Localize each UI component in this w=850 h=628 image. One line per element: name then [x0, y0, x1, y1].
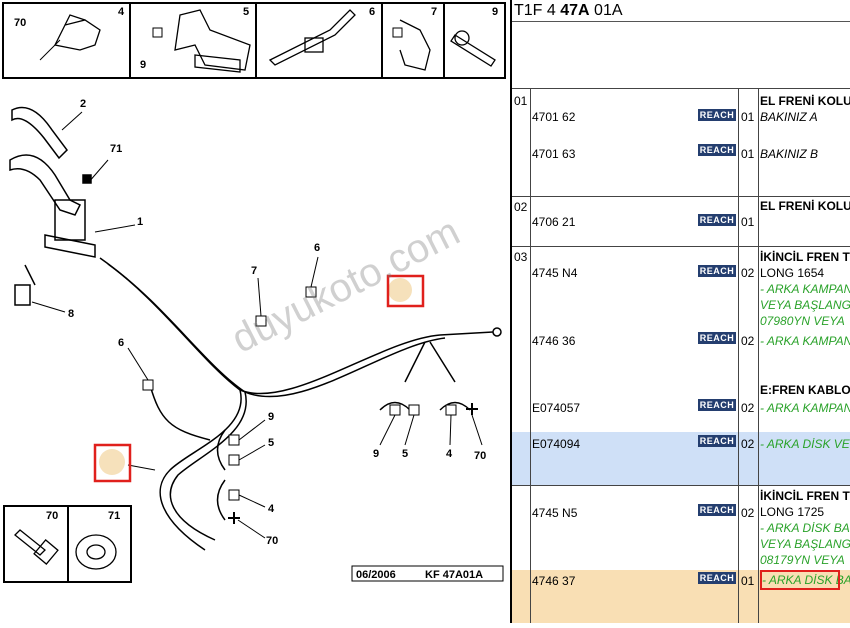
- diagram-date: 06/2006: [356, 569, 396, 581]
- part-number[interactable]: E074094: [532, 437, 581, 451]
- reach-badge: REACH: [698, 572, 736, 584]
- part-note: 07980YN VEYA: [760, 314, 845, 328]
- part-note: VEYA BAŞLANG: [760, 298, 850, 312]
- highlight-row-selected: [512, 570, 850, 623]
- panel-divider: [510, 0, 512, 623]
- callout: 4: [446, 448, 453, 460]
- callout: 6: [314, 242, 320, 254]
- callout: 4: [118, 6, 125, 18]
- callout: 6: [369, 6, 375, 18]
- group-number: 01: [514, 94, 528, 108]
- callout: 9: [373, 448, 379, 460]
- quantity: 01: [741, 215, 755, 229]
- callout: 5: [268, 437, 274, 449]
- reach-badge: REACH: [698, 332, 736, 344]
- reach-badge: REACH: [698, 504, 736, 516]
- group-number: 02: [514, 200, 528, 214]
- callout: 2: [80, 98, 86, 110]
- part-note: - ARKA KAMPAN: [760, 401, 850, 415]
- part-note: BAKINIZ A: [760, 110, 818, 124]
- quantity: 01: [741, 574, 755, 588]
- callout: 7: [251, 265, 257, 277]
- part-number[interactable]: 4745 N5: [532, 506, 578, 520]
- reach-badge: REACH: [698, 109, 736, 121]
- reach-badge: REACH: [698, 435, 736, 447]
- quantity: 02: [741, 401, 755, 415]
- part-note: VEYA BAŞLANG: [760, 537, 850, 551]
- part-description: EL FRENİ KOLU: [760, 94, 850, 108]
- callout: 4: [268, 503, 275, 515]
- callout: 70: [266, 535, 278, 547]
- part-number[interactable]: 4746 37: [532, 574, 576, 588]
- callout: 71: [108, 510, 120, 522]
- part-note: 08179YN VEYA: [760, 553, 845, 567]
- callout: 8: [68, 308, 74, 320]
- part-number[interactable]: 4746 36: [532, 334, 576, 348]
- top-parts-strip: [2, 2, 506, 79]
- callout: 9: [268, 411, 274, 423]
- quantity: 02: [741, 506, 755, 520]
- note-highlight: [760, 570, 840, 590]
- reach-badge: REACH: [698, 399, 736, 411]
- quantity: 02: [741, 437, 755, 451]
- part-description: E:FREN KABLOS: [760, 383, 850, 397]
- callout: 5: [402, 448, 408, 460]
- callout-highlight: [386, 274, 425, 308]
- callout: 71: [110, 143, 122, 155]
- highlight-row: [512, 432, 850, 485]
- diagram-code: KF 47A01A: [425, 569, 483, 581]
- callout: 6: [118, 337, 124, 349]
- quantity: 01: [741, 110, 755, 124]
- quantity: 01: [741, 147, 755, 161]
- callout: 70: [14, 17, 26, 29]
- part-note: - ARKA KAMPAN: [760, 282, 850, 296]
- part-description: İKİNCİL FREN TE: [760, 250, 850, 264]
- part-note: LONG 1654: [760, 266, 825, 280]
- callout: 9: [140, 59, 146, 71]
- part-description: İKİNCİL FREN TE: [760, 489, 850, 503]
- part-number[interactable]: 4706 21: [532, 215, 576, 229]
- parts-table: T1F 4 47A 01A 01 02 03 EL FRENİ KOLU 470…: [512, 0, 850, 623]
- part-note: - ARKA KAMPAN: [760, 334, 850, 348]
- reach-badge: REACH: [698, 214, 736, 226]
- callout: 9: [492, 6, 498, 18]
- part-note: - ARKA DİSK BA: [760, 521, 850, 535]
- quantity: 02: [741, 334, 755, 348]
- reach-badge: REACH: [698, 265, 736, 277]
- part-note: LONG 1725: [760, 505, 825, 519]
- callout: 5: [243, 6, 249, 18]
- part-note: - ARKA DİSK VE: [760, 437, 850, 451]
- part-note: - ARKA DİSK BA: [762, 573, 850, 587]
- callout: 1: [137, 216, 143, 228]
- reach-badge: REACH: [698, 144, 736, 156]
- callout: 70: [46, 510, 58, 522]
- page-title: T1F 4 47A 01A: [512, 0, 850, 22]
- callout: 7: [431, 6, 437, 18]
- part-description: EL FRENİ KOLU: [760, 199, 850, 213]
- parts-diagram: 70 4 5 9 6 7 9 2 71 1 8: [2, 2, 506, 583]
- part-number[interactable]: 4745 N4: [532, 266, 578, 280]
- part-number[interactable]: 4701 62: [532, 110, 576, 124]
- quantity: 02: [741, 266, 755, 280]
- group-number: 03: [514, 250, 528, 264]
- part-note: BAKINIZ B: [760, 147, 819, 161]
- callout-highlight: [93, 443, 132, 483]
- callout: 70: [474, 450, 486, 462]
- part-number[interactable]: E074057: [532, 401, 581, 415]
- part-number[interactable]: 4701 63: [532, 147, 576, 161]
